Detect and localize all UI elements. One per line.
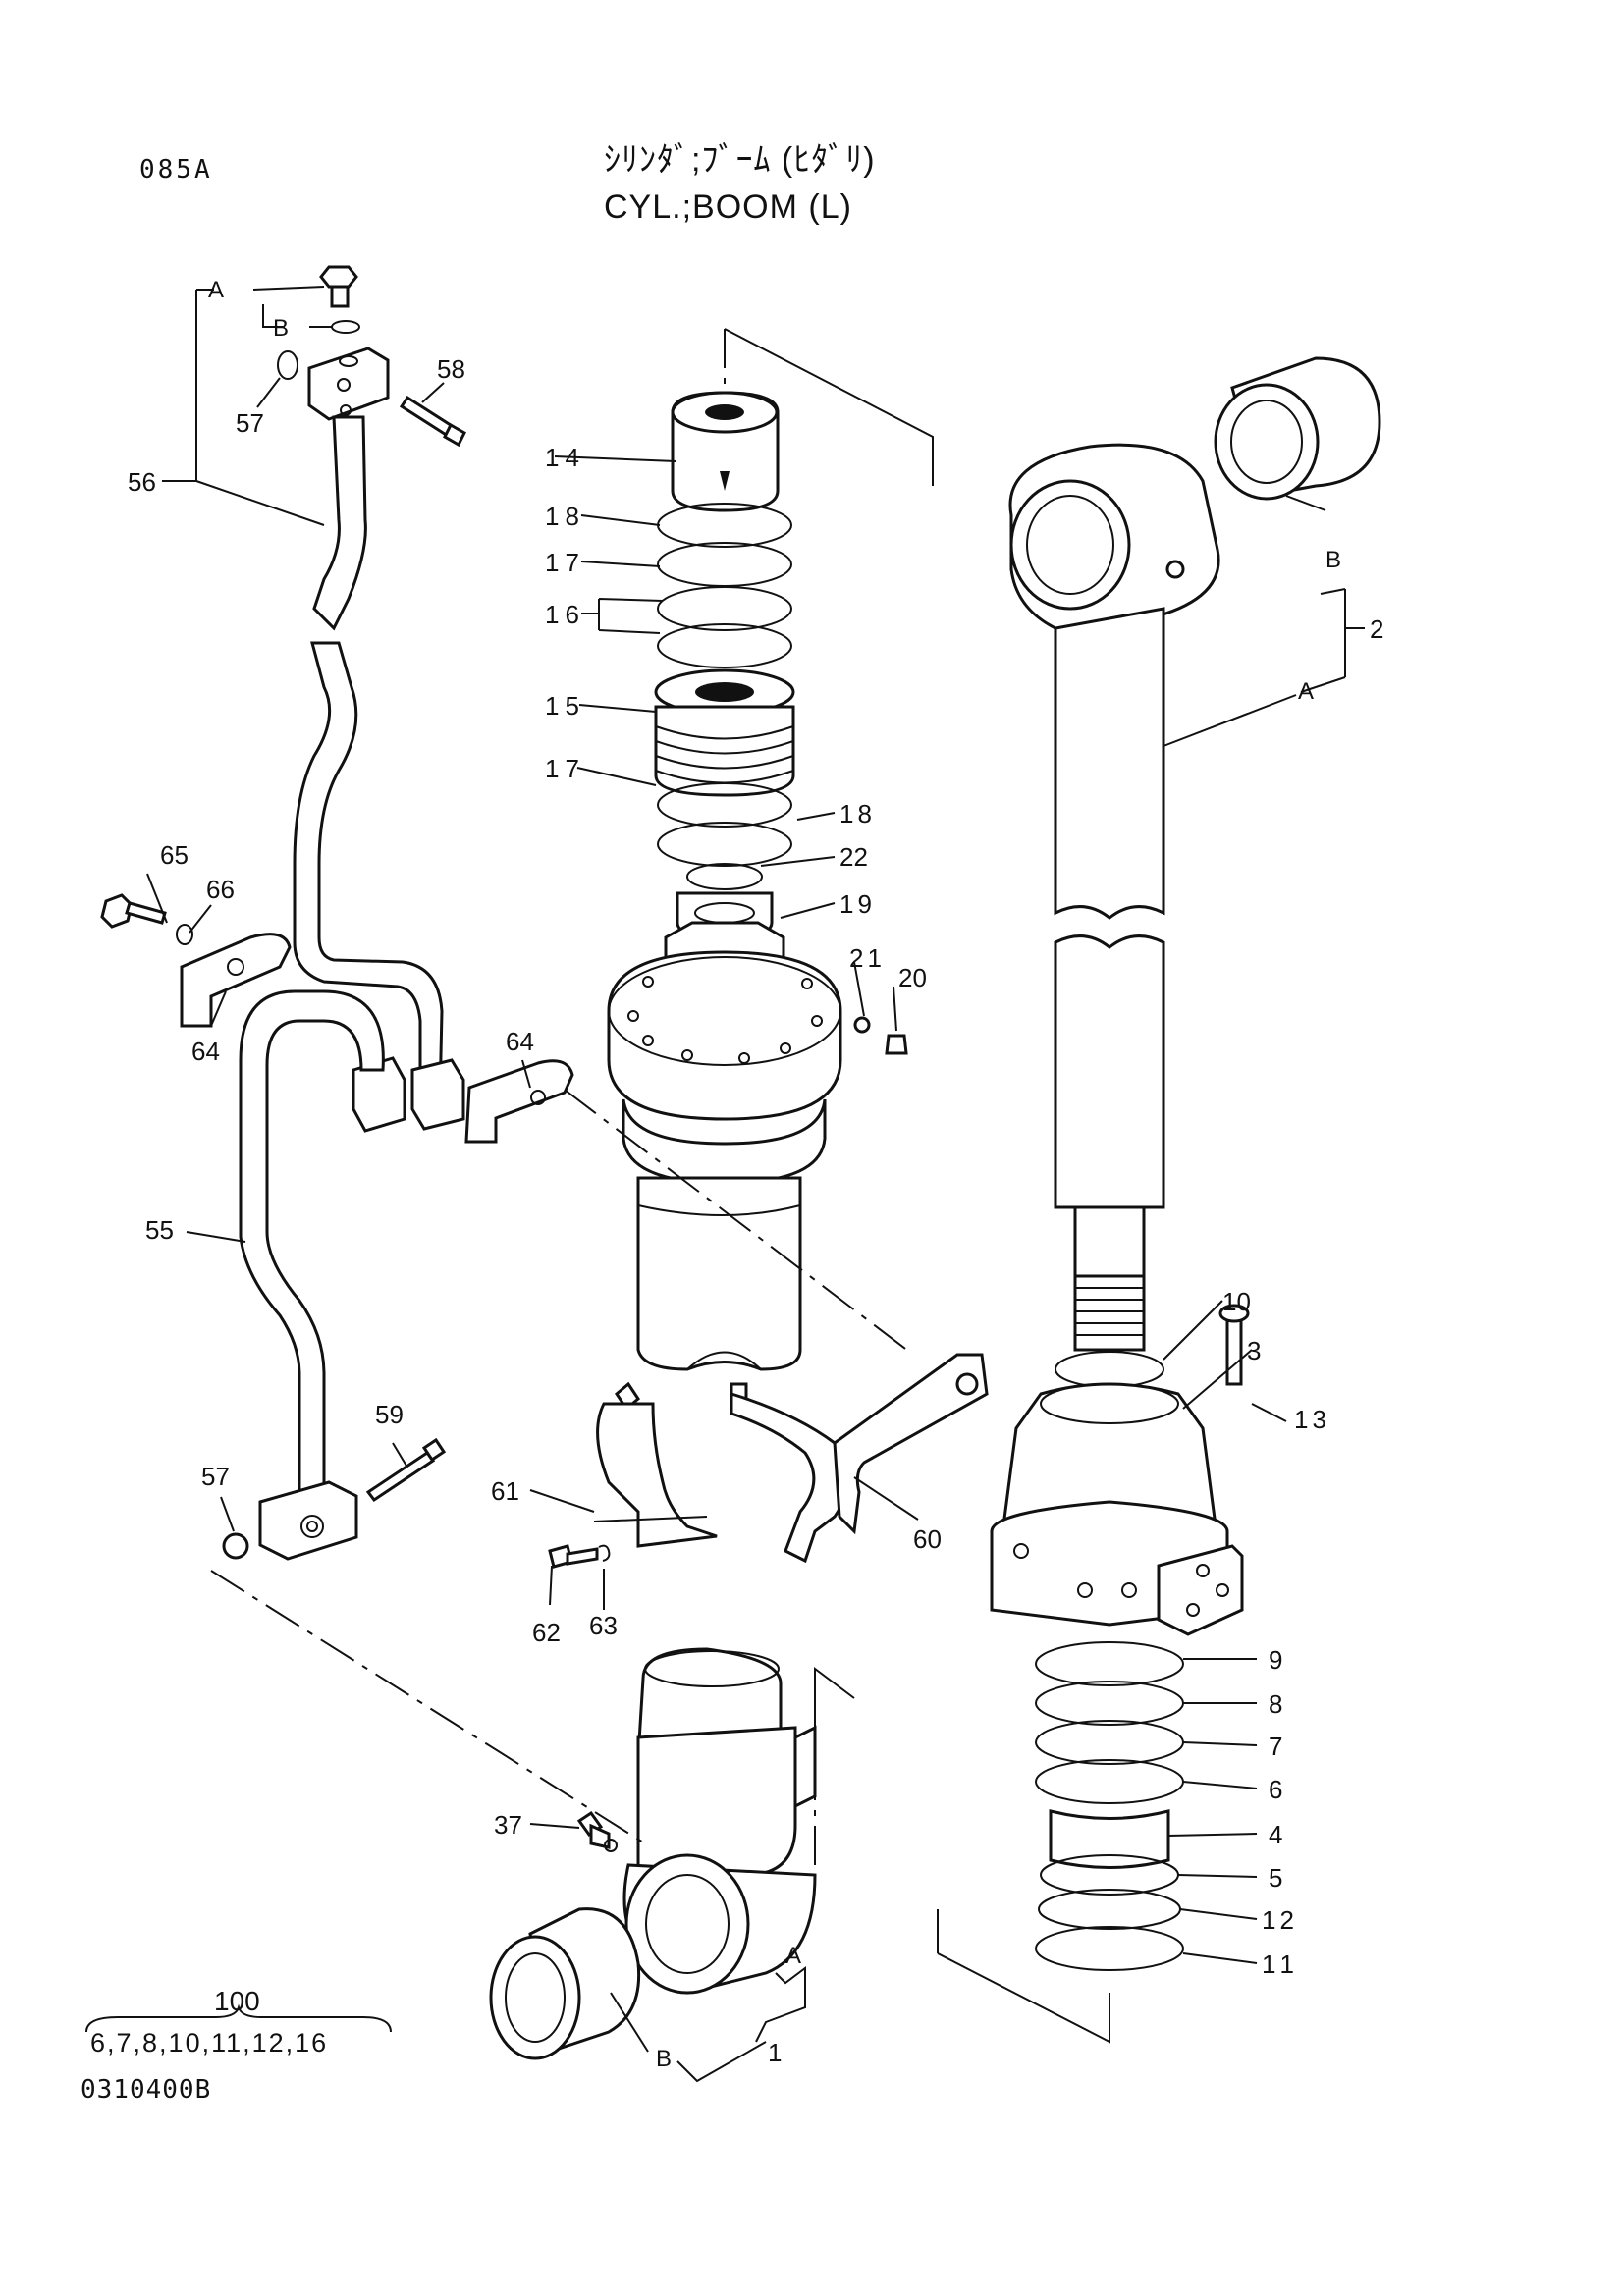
label-tube-b: B xyxy=(656,2046,672,2072)
callout-4: 4 xyxy=(1269,1820,1282,1849)
callout-7: 7 xyxy=(1269,1732,1282,1761)
label-rod-b: B xyxy=(1325,547,1341,573)
cylinder-head-flange xyxy=(607,950,908,1185)
callout-17-lower: 17 xyxy=(545,754,585,783)
callout-56: 56 xyxy=(128,467,156,497)
piston-rod xyxy=(1008,356,1381,1352)
callout-60: 60 xyxy=(913,1524,942,1554)
callout-14: 14 xyxy=(545,443,585,472)
callout-18-upper: 18 xyxy=(545,502,585,531)
callout-64-right: 64 xyxy=(506,1027,534,1056)
callout-17-upper: 17 xyxy=(545,548,585,577)
callout-3: 3 xyxy=(1247,1336,1261,1365)
callout-58: 58 xyxy=(437,354,465,384)
callout-55: 55 xyxy=(145,1215,174,1245)
hose-bracket xyxy=(548,1353,989,1569)
callout-2: 2 xyxy=(1370,614,1383,644)
callout-12: 12 xyxy=(1262,1905,1298,1935)
label-tube-a: A xyxy=(785,1943,801,1969)
kit-number: 100 xyxy=(214,1986,260,2016)
callout-8: 8 xyxy=(1269,1689,1282,1719)
rod-head-stack xyxy=(990,1304,1250,1971)
callout-57-upper: 57 xyxy=(236,408,264,438)
callout-11: 11 xyxy=(1262,1949,1300,1979)
callout-62: 62 xyxy=(532,1618,561,1647)
callout-59: 59 xyxy=(375,1400,404,1429)
callout-16: 16 xyxy=(545,600,585,629)
callout-19: 19 xyxy=(839,889,876,919)
callout-15: 15 xyxy=(545,691,585,721)
pipe-assembly-lower xyxy=(222,989,447,1561)
group-letter-labels: A B B A A B xyxy=(208,277,1341,2072)
callout-6: 6 xyxy=(1269,1775,1282,1804)
pipe-assembly-upper xyxy=(277,265,466,1133)
assembly-centerlines xyxy=(210,328,1110,2044)
callout-63: 63 xyxy=(589,1611,618,1640)
title-english: CYL.;BOOM (L) xyxy=(604,188,852,226)
callout-66: 66 xyxy=(206,875,235,904)
callout-5: 5 xyxy=(1269,1863,1282,1893)
drawing-reference: 0310400B xyxy=(81,2075,212,2105)
part-callouts: 56 57 58 65 66 64 64 55 59 57 61 62 63 6… xyxy=(128,354,1383,2067)
kit-contents: 6,7,8,10,11,12,16 xyxy=(90,2028,329,2057)
callout-20: 20 xyxy=(898,963,927,992)
callout-18-lower: 18 xyxy=(839,799,876,828)
callout-57-lower: 57 xyxy=(201,1462,230,1491)
label-pipe-b: B xyxy=(273,315,289,342)
callout-22: 22 xyxy=(839,842,868,872)
pipe-clamps xyxy=(100,893,574,1144)
callout-37: 37 xyxy=(494,1810,522,1840)
callout-9: 9 xyxy=(1269,1645,1282,1675)
label-rod-a: A xyxy=(1298,678,1314,705)
callout-13: 13 xyxy=(1294,1405,1330,1434)
callout-65: 65 xyxy=(160,840,189,870)
callout-1: 1 xyxy=(768,2038,782,2067)
kit-brace xyxy=(85,2003,392,2033)
title-japanese: ｼﾘﾝﾀﾞ;ﾌﾞｰﾑ (ﾋﾀﾞﾘ) xyxy=(604,141,876,179)
cylinder-tube xyxy=(489,1176,817,2060)
label-pipe-a: A xyxy=(208,277,224,303)
callout-21: 21 xyxy=(849,943,886,973)
callout-10: 10 xyxy=(1222,1287,1251,1316)
callout-64-left: 64 xyxy=(191,1037,220,1066)
page-code: 085A xyxy=(139,155,213,185)
callout-61: 61 xyxy=(491,1476,519,1506)
piston-stack xyxy=(654,391,795,998)
leader-lines xyxy=(146,286,1365,2083)
